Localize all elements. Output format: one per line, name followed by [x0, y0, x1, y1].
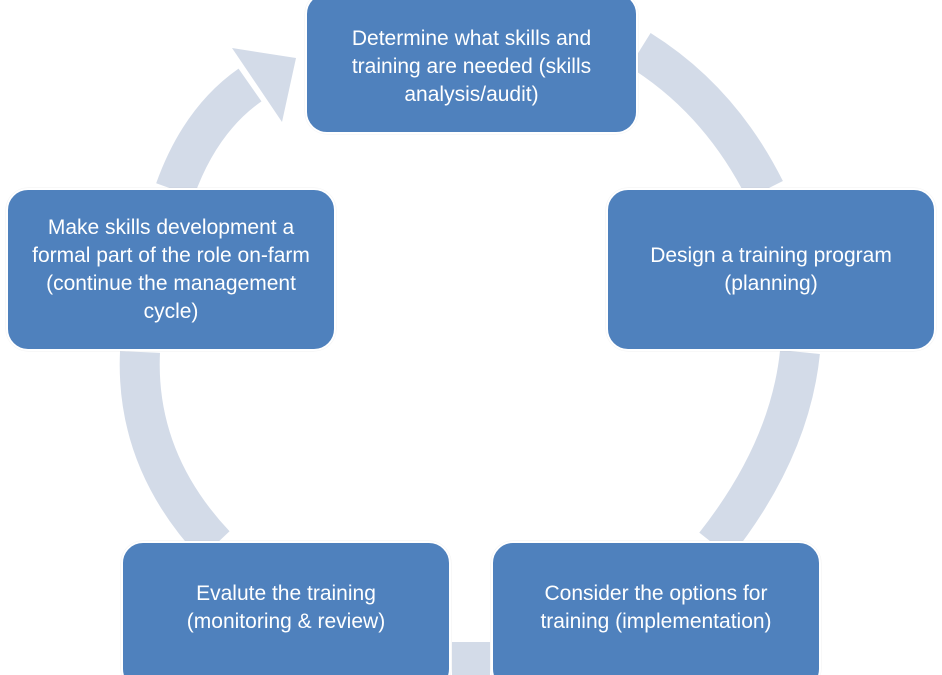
step-determine-skills[interactable]: Determine what skills and training are n…: [305, 0, 638, 134]
step-evaluate-training-label: Evalute the training (monitoring & revie…: [186, 582, 386, 633]
step-consider-options-label: Consider the options for training (imple…: [540, 582, 772, 633]
connector-arc-1: [629, 33, 783, 200]
step-determine-skills-label: Determine what skills and training are n…: [351, 27, 592, 106]
connector-arc-3: [452, 642, 490, 675]
connector-arc-2: [699, 349, 820, 558]
step-evaluate-training[interactable]: Evalute the training (monitoring & revie…: [121, 541, 451, 675]
step-design-program-label: Design a training program (planning): [650, 243, 892, 295]
step-make-formal-label: Make skills development a formal part of…: [32, 215, 310, 323]
step-make-formal[interactable]: Make skills development a formal part of…: [6, 188, 336, 351]
connector-arrowhead: [232, 48, 296, 122]
connector-arc-4: [119, 351, 230, 559]
connector-arc-5: [156, 68, 262, 197]
step-consider-options[interactable]: Consider the options for training (imple…: [491, 541, 821, 675]
step-design-program[interactable]: Design a training program (planning): [606, 188, 936, 351]
